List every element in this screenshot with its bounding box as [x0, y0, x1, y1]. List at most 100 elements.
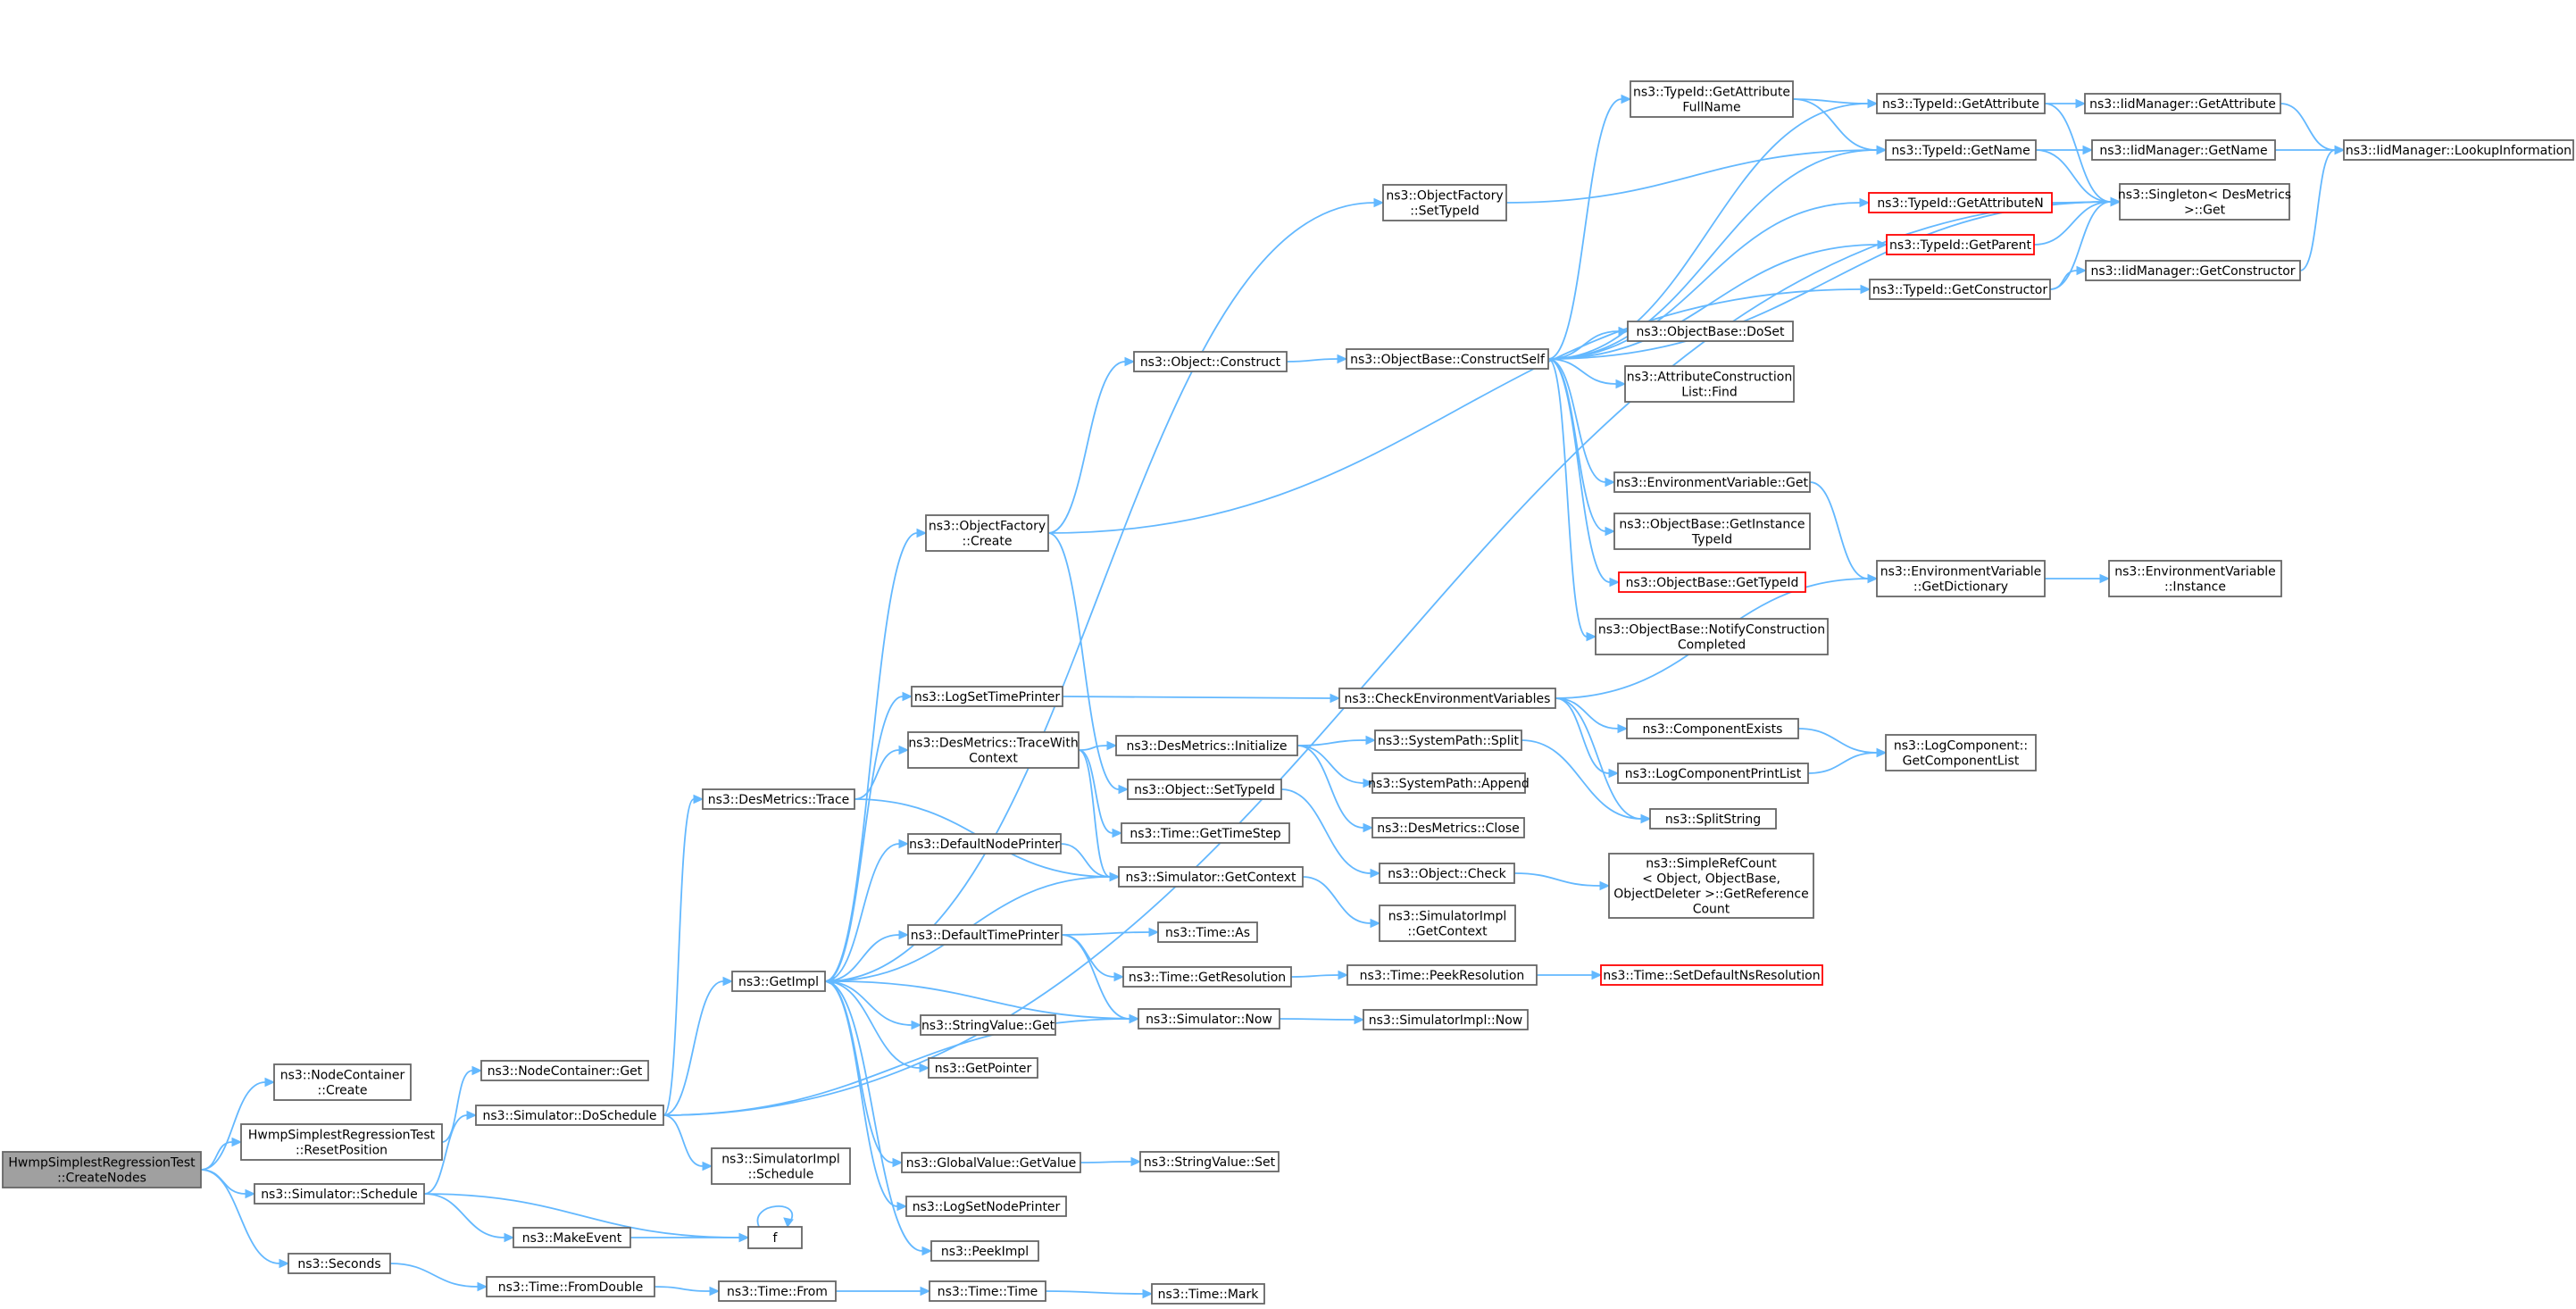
node-stringvalue-get[interactable]: ns3::StringValue::Get	[920, 1014, 1056, 1036]
node-box[interactable]	[1624, 365, 1795, 403]
node-box[interactable]	[901, 1152, 1081, 1173]
node-box[interactable]	[711, 1147, 851, 1185]
node-iid-getattribute[interactable]: ns3::IidManager::GetAttribute	[2084, 93, 2281, 114]
node-box[interactable]	[1138, 1008, 1280, 1030]
node-box[interactable]	[747, 1226, 803, 1249]
node-box[interactable]	[1151, 1283, 1265, 1305]
node-box[interactable]	[1876, 93, 2046, 114]
node-log-set-node[interactable]: ns3::LogSetNodePrinter	[905, 1196, 1067, 1217]
node-simimpl-getcontext[interactable]: ns3::SimulatorImpl::GetContext	[1379, 905, 1516, 942]
node-ob-doset[interactable]: ns3::ObjectBase::DoSet	[1627, 321, 1794, 342]
node-box[interactable]	[702, 788, 855, 810]
node-box[interactable]	[2085, 260, 2301, 281]
node-box[interactable]	[1346, 964, 1538, 986]
node-box[interactable]	[2091, 139, 2276, 161]
node-box[interactable]	[480, 1060, 649, 1081]
node-box[interactable]	[2084, 93, 2281, 114]
node-box[interactable]	[513, 1227, 631, 1248]
node-box[interactable]	[1885, 734, 2037, 771]
node-split-string[interactable]: ns3::SplitString	[1649, 808, 1777, 830]
node-obj-check[interactable]: ns3::Object::Check	[1379, 863, 1515, 884]
node-sp-split[interactable]: ns3::SystemPath::Split	[1374, 730, 1522, 751]
node-box[interactable]	[1379, 905, 1516, 942]
node-des-trace[interactable]: ns3::DesMetrics::Trace	[702, 788, 855, 810]
node-env-getdict[interactable]: ns3::EnvironmentVariable::GetDictionary	[1876, 560, 2046, 597]
node-env-get[interactable]: ns3::EnvironmentVariable::Get	[1613, 471, 1811, 493]
node-box[interactable]	[1876, 560, 2046, 597]
node-stringvalue-set[interactable]: ns3::StringValue::Set	[1139, 1151, 1280, 1172]
node-box[interactable]	[2119, 183, 2290, 221]
node-tid-getconstructor[interactable]: ns3::TypeId::GetConstructor	[1869, 279, 2051, 300]
node-box[interactable]	[1630, 80, 1794, 118]
node-box[interactable]	[925, 514, 1049, 552]
node-box[interactable]	[731, 971, 826, 992]
node-box[interactable]	[1139, 1151, 1280, 1172]
node-box[interactable]	[1379, 863, 1515, 884]
node-peek-impl[interactable]: ns3::PeekImpl	[930, 1240, 1039, 1262]
node-default-node[interactable]: ns3::DefaultNodePrinter	[907, 833, 1062, 855]
node-get-pointer[interactable]: ns3::GetPointer	[928, 1057, 1038, 1079]
node-of-settypeid[interactable]: ns3::ObjectFactory::SetTypeId	[1382, 184, 1507, 221]
node-ob-notify[interactable]: ns3::ObjectBase::NotifyConstructionCompl…	[1595, 618, 1829, 655]
node-box[interactable]	[929, 1280, 1046, 1302]
node-box[interactable]	[1595, 618, 1829, 655]
node-box[interactable]	[240, 1123, 443, 1161]
node-log-comp-printlist[interactable]: ns3::LogComponentPrintList	[1617, 763, 1809, 784]
node-box[interactable]	[1613, 513, 1811, 550]
node-ob-constructself[interactable]: ns3::ObjectBase::ConstructSelf	[1346, 348, 1549, 370]
node-box[interactable]	[2108, 560, 2282, 597]
node-check-env[interactable]: ns3::CheckEnvironmentVariables	[1338, 688, 1556, 709]
node-env-instance[interactable]: ns3::EnvironmentVariable::Instance	[2108, 560, 2282, 597]
node-box[interactable]	[928, 1057, 1038, 1079]
node-box[interactable]	[1157, 921, 1258, 943]
node-box[interactable]	[2343, 139, 2574, 161]
node-box[interactable]	[930, 1240, 1039, 1262]
node-box[interactable]	[475, 1105, 664, 1126]
node-sim-doschedule[interactable]: ns3::Simulator::DoSchedule	[475, 1105, 664, 1126]
node-log-set-time[interactable]: ns3::LogSetTimePrinter	[911, 686, 1063, 707]
node-get-impl[interactable]: ns3::GetImpl	[731, 971, 826, 992]
node-of-create[interactable]: ns3::ObjectFactory::Create	[925, 514, 1049, 552]
node-des-initialize[interactable]: ns3::DesMetrics::Initialize	[1115, 735, 1298, 756]
node-default-time[interactable]: ns3::DefaultTimePrinter	[907, 924, 1063, 946]
node-box[interactable]	[1617, 763, 1809, 784]
node-box[interactable]	[1115, 735, 1298, 756]
node-iid-lookup[interactable]: ns3::IidManager::LookupInformation	[2343, 139, 2574, 161]
node-box[interactable]	[1371, 772, 1526, 794]
node-nc-get[interactable]: ns3::NodeContainer::Get	[480, 1060, 649, 1081]
node-box[interactable]	[273, 1063, 412, 1101]
node-time-getres[interactable]: ns3::Time::GetResolution	[1122, 966, 1292, 988]
node-box[interactable]	[905, 1196, 1067, 1217]
node-box[interactable]	[911, 686, 1063, 707]
node-box[interactable]	[1649, 808, 1777, 830]
node-box[interactable]	[1363, 1009, 1529, 1030]
node-box[interactable]	[1371, 817, 1525, 838]
node-obj-settypeid[interactable]: ns3::Object::SetTypeId	[1127, 779, 1282, 800]
node-root[interactable]: HwmpSimplestRegressionTest::CreateNodes	[2, 1151, 202, 1188]
node-box[interactable]	[1885, 139, 2037, 161]
node-box[interactable]	[1118, 866, 1304, 888]
node-nc-create[interactable]: ns3::NodeContainer::Create	[273, 1063, 412, 1101]
node-logcomp-getlist[interactable]: ns3::LogComponent::GetComponentList	[1885, 734, 2037, 771]
node-box[interactable]	[907, 924, 1063, 946]
node-box[interactable]	[907, 731, 1080, 769]
node-sim-getcontext[interactable]: ns3::Simulator::GetContext	[1118, 866, 1304, 888]
node-sp-append[interactable]: ns3::SystemPath::Append	[1368, 772, 1530, 794]
node-simimpl-schedule[interactable]: ns3::SimulatorImpl::Schedule	[711, 1147, 851, 1185]
node-box[interactable]	[1374, 730, 1522, 751]
node-box[interactable]	[920, 1014, 1056, 1036]
node-sim-now[interactable]: ns3::Simulator::Now	[1138, 1008, 1280, 1030]
node-make-event[interactable]: ns3::MakeEvent	[513, 1227, 631, 1248]
node-reset-pos[interactable]: HwmpSimplestRegressionTest::ResetPositio…	[240, 1123, 443, 1161]
node-box[interactable]	[1608, 853, 1814, 919]
node-singleton-get[interactable]: ns3::Singleton< DesMetrics>::Get	[2118, 183, 2291, 221]
node-box[interactable]	[1338, 688, 1556, 709]
node-tid-getname[interactable]: ns3::TypeId::GetName	[1885, 139, 2037, 161]
node-box[interactable]	[1868, 192, 2053, 213]
node-time-setdefault[interactable]: ns3::Time::SetDefaultNsResolution	[1600, 964, 1823, 986]
node-f[interactable]: f	[747, 1226, 803, 1249]
